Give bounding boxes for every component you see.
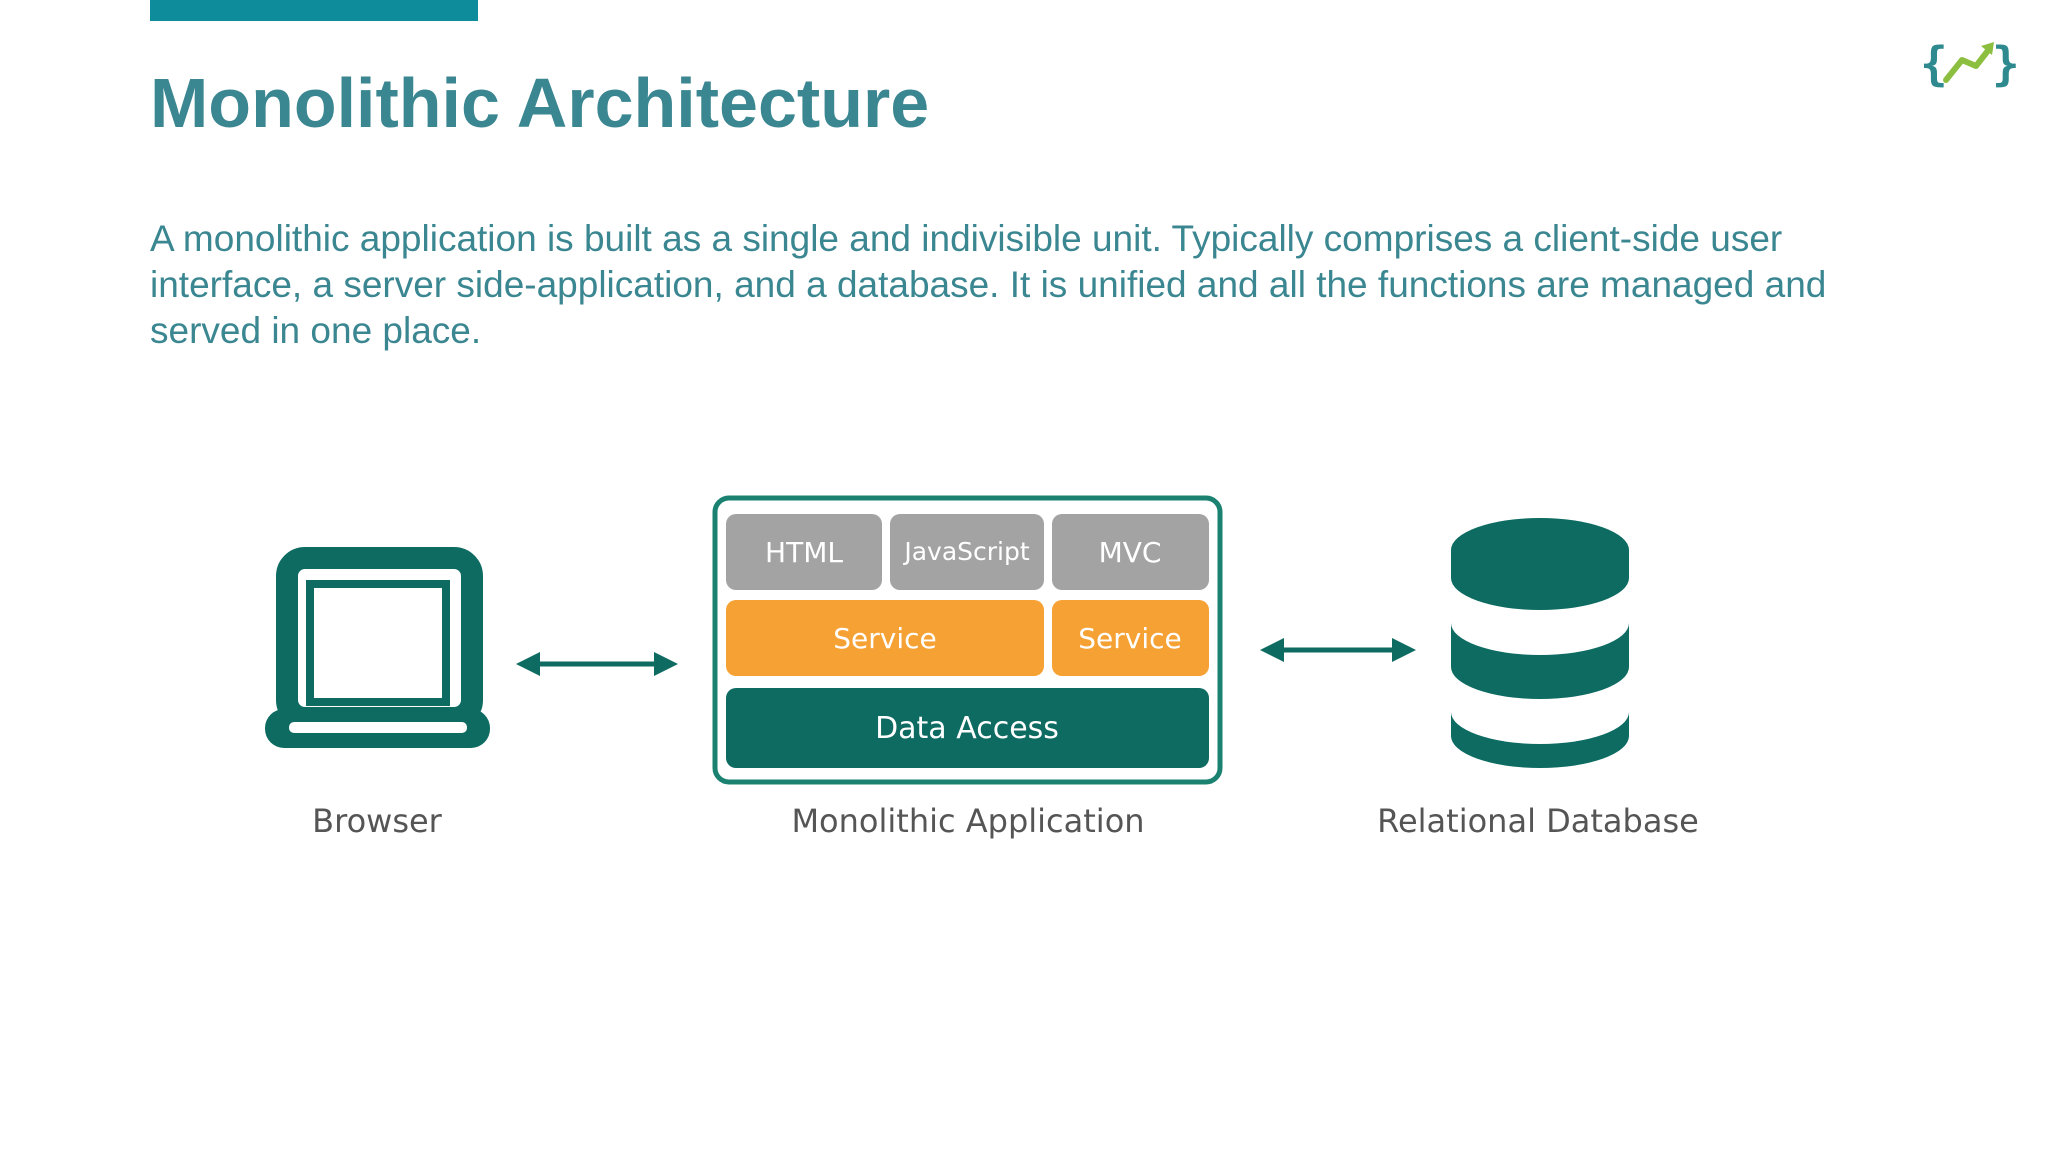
right-brace-icon: }: [1992, 37, 2018, 91]
service-label-secondary: Service: [1078, 622, 1181, 655]
brand-logo: { }: [1920, 37, 2018, 91]
javascript-tier-box: [890, 514, 1044, 590]
browser-label: Browser: [312, 802, 443, 840]
service-box-secondary: [1052, 600, 1209, 676]
data-access-label: Data Access: [875, 711, 1059, 746]
monolithic-application-label: Monolithic Application: [791, 802, 1144, 840]
mvc-label: MVC: [1099, 536, 1162, 569]
bidirectional-arrow-icon: [1260, 638, 1416, 662]
slide-description: A monolithic application is built as a s…: [150, 218, 1827, 351]
laptop-icon: [265, 547, 490, 748]
html-label: HTML: [765, 536, 843, 569]
monolithic-application-box: [712, 495, 1223, 785]
data-access-box: [726, 688, 1209, 768]
javascript-label: JavaScript: [902, 537, 1030, 566]
page-title: Monolithic Architecture: [150, 64, 930, 142]
service-label-primary: Service: [833, 622, 936, 655]
bidirectional-arrow-icon: [516, 652, 678, 676]
service-box-primary: [726, 600, 1044, 676]
growth-arrow-icon: [1943, 45, 1993, 83]
database-icon: [1451, 518, 1629, 768]
html-tier-box: [726, 514, 882, 590]
relational-database-label: Relational Database: [1377, 802, 1699, 840]
title-accent-bar: [150, 0, 478, 21]
mvc-tier-box: [1052, 514, 1209, 590]
left-brace-icon: {: [1920, 37, 1948, 91]
arrow-head-icon: [1981, 42, 1994, 55]
